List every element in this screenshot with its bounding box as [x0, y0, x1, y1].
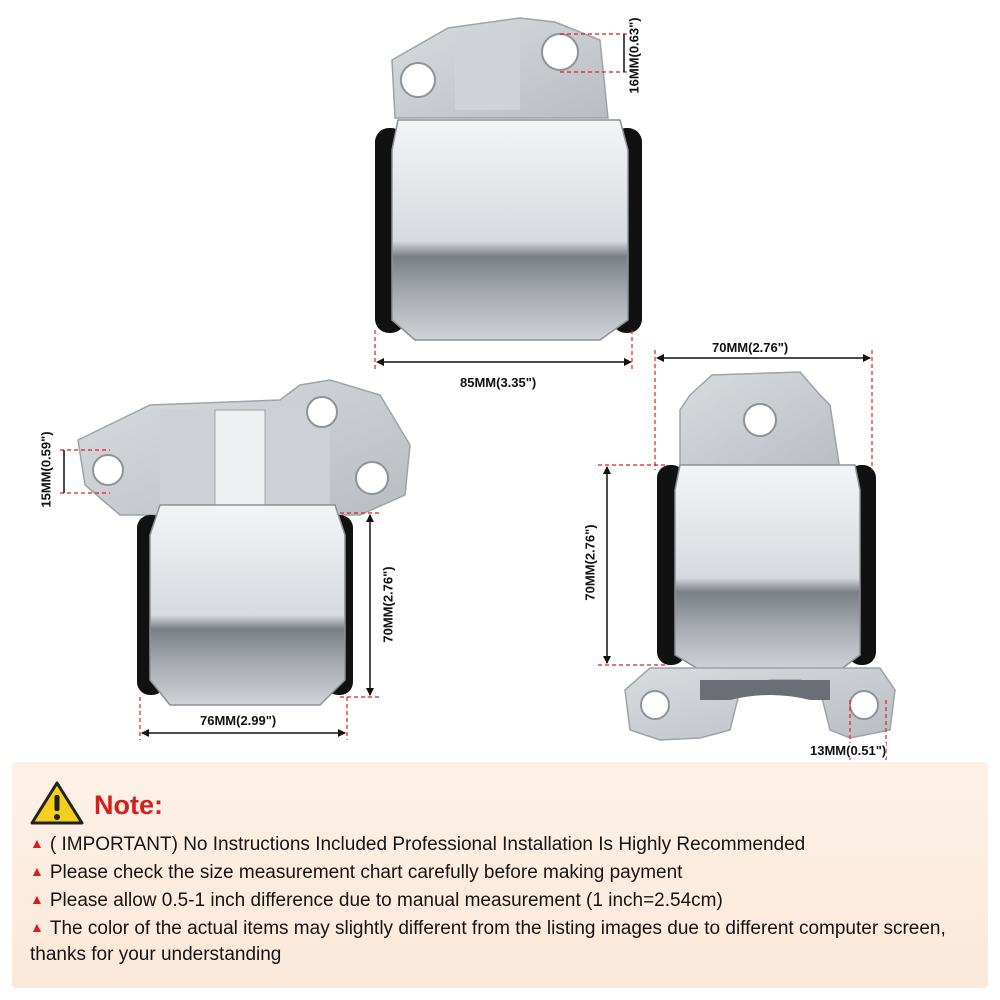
right-hole-dimension-label: 13MM(0.51"): [810, 743, 887, 758]
triangle-bullet-icon: ▲: [30, 919, 44, 935]
top-dimension-lines: [374, 33, 633, 372]
note-item: ▲ Please allow 0.5-1 inch difference due …: [30, 888, 975, 914]
left-width-dimension-label: 76MM(2.99"): [200, 713, 277, 728]
note-item: ▲The color of the actual items may sligh…: [30, 916, 975, 968]
warning-triangle-icon: [30, 780, 84, 831]
note-item: ▲ ( IMPORTANT) No Instructions Included P…: [30, 832, 975, 858]
note-panel: Note: ▲ ( IMPORTANT) No Instructions Incl…: [12, 762, 988, 988]
note-item-text: The color of the actual items may slight…: [30, 918, 946, 965]
mounts-illustration: [60, 17, 896, 768]
note-list: ▲ ( IMPORTANT) No Instructions Included P…: [30, 832, 975, 970]
note-item-text: Please allow 0.5-1 inch difference due t…: [49, 890, 723, 911]
triangle-bullet-icon: ▲: [30, 863, 44, 879]
note-title: Note:: [94, 789, 163, 820]
top-width-dimension-label: 85MM(3.35"): [460, 375, 537, 390]
triangle-bullet-icon: ▲: [30, 891, 44, 907]
left-height-dimension-label: 70MM(2.76"): [380, 566, 396, 643]
top-engine-mount: [375, 17, 642, 341]
right-width-dimension-label: 70MM(2.76"): [712, 340, 789, 355]
left-hole-dimension-label: 15MM(0.59"): [38, 431, 54, 508]
right-engine-mount: [624, 371, 896, 741]
note-item-text: ( IMPORTANT) No Instructions Included Pr…: [49, 834, 806, 855]
note-item: ▲ Please check the size measurement chart…: [30, 860, 975, 886]
note-item-text: Please check the size measurement chart …: [49, 862, 683, 883]
triangle-bullet-icon: ▲: [30, 835, 44, 851]
product-dimension-figure: 16MM(0.63") 85MM(3.35") 15MM(0.59") 70MM…: [38, 17, 896, 768]
right-height-dimension-label: 70MM(2.76"): [582, 524, 598, 601]
left-engine-mount: [77, 379, 411, 706]
left-dimension-lines: [60, 449, 380, 740]
note-heading: Note:: [30, 780, 163, 830]
top-hole-dimension-label: 16MM(0.63"): [626, 17, 642, 94]
